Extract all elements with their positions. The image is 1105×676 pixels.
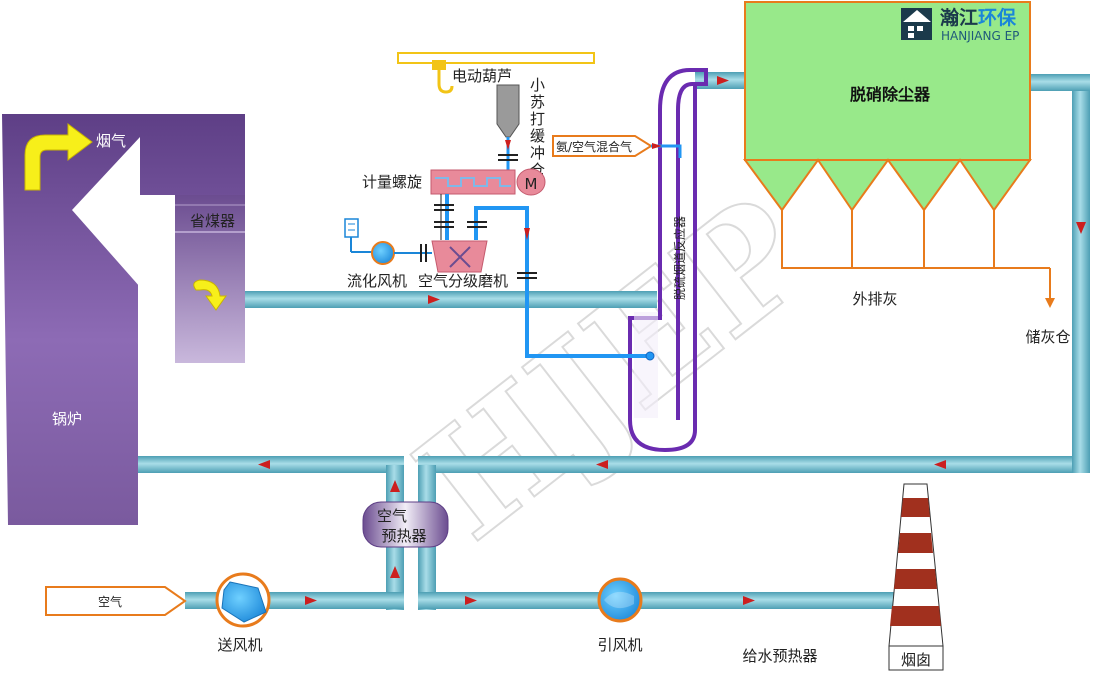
flue-gas-arrow-icon	[24, 123, 93, 191]
flue-gas-label: 烟气	[96, 132, 126, 150]
fluid-fan-label: 流化风机	[347, 272, 407, 290]
ammonia-label: 氨/空气混合气	[556, 139, 632, 154]
soda-silo	[496, 84, 520, 175]
chimney	[888, 483, 944, 671]
air-inlet-label: 空气	[98, 594, 122, 609]
hoist-label: 电动葫芦	[452, 67, 512, 85]
fluidizing-fan[interactable]	[344, 218, 432, 265]
silo-label-3: 打	[530, 110, 545, 128]
reactor-label: 脱硫烟道反应器	[672, 216, 687, 300]
metering-screw	[430, 168, 546, 196]
electric-hoist	[397, 52, 595, 94]
meter-screw-label: 计量螺旋	[362, 173, 422, 191]
boiler-label: 锅炉	[52, 410, 82, 428]
silo-label-2: 苏	[530, 93, 545, 111]
motor-label: M	[525, 175, 538, 193]
boiler	[2, 114, 245, 525]
air-classifier-mill	[431, 240, 488, 273]
feed-lines	[434, 194, 655, 361]
logo-sub: HANJIANG EP	[941, 29, 1019, 43]
economizer-label: 省煤器	[190, 212, 235, 230]
company-logo	[901, 8, 932, 40]
collector-label: 脱硝除尘器	[850, 85, 931, 104]
water-preheater-label: 给水预热器	[742, 647, 817, 665]
air-inlet: 空气	[45, 586, 187, 616]
induced-fan[interactable]	[597, 577, 643, 623]
ash-silo-label: 储灰仓	[1025, 328, 1070, 346]
air-preheater-label-2: 预热器	[381, 527, 426, 545]
air-preheater-label-1: 空气	[377, 507, 407, 525]
desulfurization-reactor: 脱硫烟道反应器	[628, 68, 708, 453]
supply-fan-label: 送风机	[217, 636, 262, 654]
logo-name: 瀚江环保	[939, 6, 1017, 29]
silo-label-4: 缓	[530, 127, 545, 145]
supply-fan[interactable]	[215, 572, 271, 628]
silo-label-5: 冲	[530, 144, 545, 162]
chimney-label: 烟囱	[901, 651, 931, 669]
ammonia-input	[552, 135, 682, 158]
silo-label-1: 小	[530, 76, 545, 94]
flow-arrows	[258, 76, 1086, 605]
dust-collector	[743, 1, 1055, 308]
economizer-flow-icon	[193, 279, 227, 311]
ash-out-label: 外排灰	[852, 290, 897, 308]
watermark: HJEP	[386, 164, 841, 573]
mill-label: 空气分级磨机	[418, 272, 508, 290]
air-preheater: 空气 预热器	[362, 501, 449, 548]
pipework	[138, 72, 1090, 610]
induced-fan-label: 引风机	[597, 636, 642, 654]
